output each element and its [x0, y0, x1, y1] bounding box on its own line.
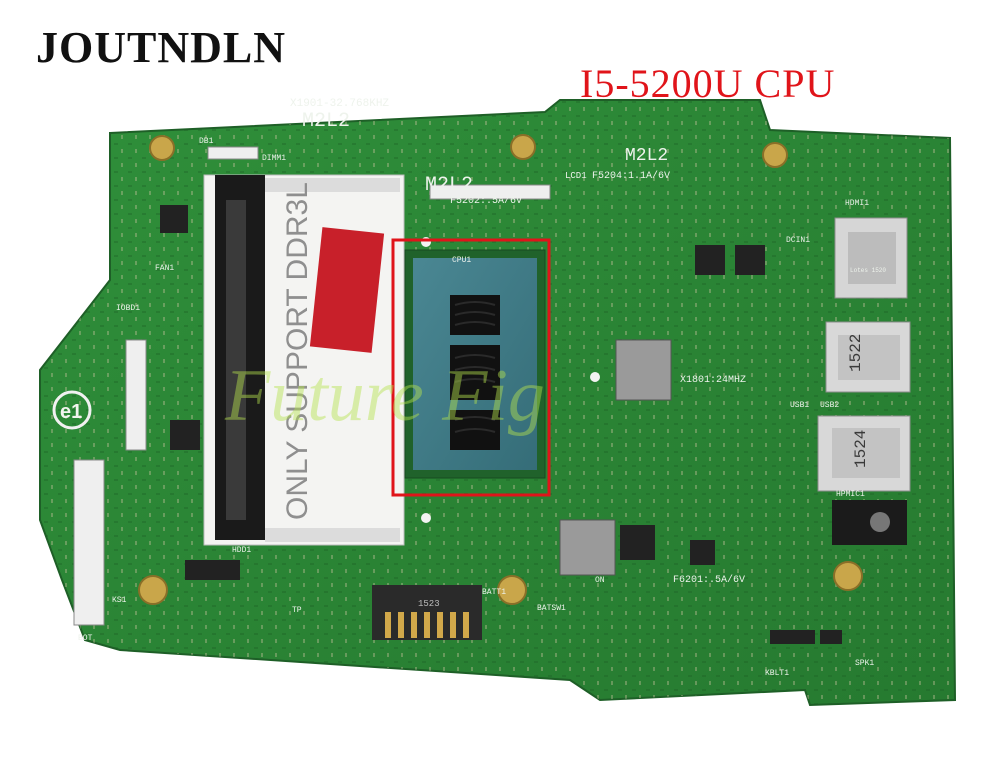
- usb-port-2: [817, 415, 911, 492]
- label-dimm: DIMM1: [262, 154, 286, 163]
- label-battery-connector: 1523: [418, 599, 440, 609]
- label-battery-switch: BATSW1: [537, 604, 566, 613]
- label-fuse-bat: F6201:.5A/6V: [673, 574, 745, 586]
- label-battery: BATT1: [482, 588, 506, 597]
- label-fuse-main: F5202:.5A/6V: [450, 195, 522, 207]
- usb-port-1: [825, 321, 911, 393]
- battery-connector: [372, 585, 482, 640]
- label-usb1: USB1: [790, 401, 809, 410]
- cpu-highlight-box: [391, 238, 551, 497]
- label-hdmi-port: Lotes 1520: [850, 267, 886, 274]
- label-crystal-24: X1801:24MHZ: [680, 375, 746, 386]
- svg-text:e1: e1: [60, 401, 82, 423]
- cpu-chip: [404, 249, 546, 479]
- label-cpu-ref: CPU1: [452, 256, 471, 265]
- label-bot: BOT: [78, 634, 93, 643]
- ram-slot: ONLY SUPPORT DDR3L: [203, 174, 405, 546]
- label-model-right: M2L2: [625, 146, 668, 166]
- label-fan: FAN1: [155, 264, 174, 273]
- label-usb-port-a: 1522: [847, 334, 865, 372]
- label-model-left: M2L2: [302, 110, 350, 133]
- e1-logo: e1: [52, 390, 92, 430]
- cpu-model-caption: I5-5200U CPU: [580, 61, 836, 106]
- label-tp: TP: [292, 606, 302, 615]
- label-speaker: SPK1: [855, 659, 874, 668]
- label-dc-in: DCIN1: [786, 236, 810, 245]
- label-kblt: KBLT1: [765, 669, 789, 678]
- label-headphone: HPMIC1: [836, 490, 865, 499]
- label-db: DB1: [199, 137, 214, 146]
- svg-text:Future Fig: Future Fig: [224, 355, 545, 437]
- label-lcd: LCD1: [565, 171, 587, 181]
- label-on: ON: [595, 576, 605, 585]
- label-fuse-lcd: F5204:1.1A/6V: [592, 170, 670, 182]
- label-ks: KS1: [112, 596, 127, 605]
- label-crystal-main: X1901-32.768KHZ: [290, 98, 389, 110]
- label-io: IOBD1: [116, 304, 140, 313]
- ram-note-label: ONLY SUPPORT DDR3L: [281, 182, 314, 520]
- audio-jack: [832, 500, 907, 545]
- hdmi-port: [834, 217, 908, 299]
- label-usb2: USB2: [820, 401, 839, 410]
- label-usb-port-b: 1524: [852, 430, 870, 468]
- label-model-center: M2L2: [425, 174, 473, 197]
- label-hdmi: HDMI1: [845, 199, 869, 208]
- brand-logo-text: JOUTNDLN: [36, 23, 287, 72]
- label-hdd: HDD1: [232, 546, 251, 555]
